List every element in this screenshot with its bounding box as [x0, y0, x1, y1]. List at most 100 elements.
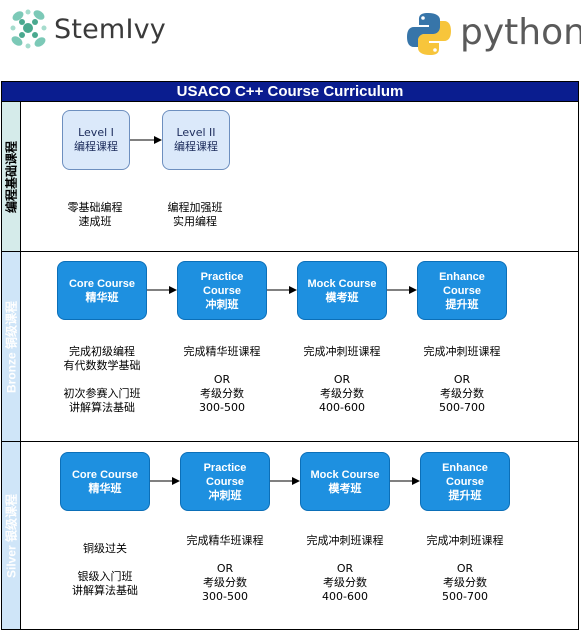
lane-bronze: Bronze 铜级课程: [2, 251, 578, 441]
note-line: 考级分数: [323, 576, 367, 589]
diagram-title: USACO C++ Course Curriculum: [2, 82, 578, 101]
lane-label-text: 编程基础课程: [4, 140, 19, 213]
course-note: 完成初级编程 有代数数学基础 初次参赛入门班 讲解算法基础: [52, 345, 152, 415]
box-line: 精华班: [88, 482, 122, 495]
note-line: [172, 359, 272, 373]
python-wordmark: python: [460, 12, 581, 53]
box-line: Enhance: [439, 270, 485, 283]
curriculum-diagram: USACO C++ Course Curriculum 编程基础课程 Bronz…: [1, 81, 579, 630]
lane-label: Silver 银级课程: [2, 442, 21, 629]
note-line: 完成精华班课程: [183, 345, 261, 358]
note-line: 500-700: [442, 590, 488, 603]
box-line: 模考班: [328, 482, 362, 495]
note-line: 有代数数学基础: [63, 359, 141, 372]
note-line: 400-600: [319, 401, 365, 414]
course-note: 完成冲刺班课程 OR 考级分数 400-600: [292, 345, 392, 415]
box-line: 精华班: [85, 291, 119, 304]
course-box-bronze-practice[interactable]: Practice Course 冲刺班: [177, 261, 267, 320]
python-snake-icon: [407, 13, 451, 55]
course-box-bronze-mock[interactable]: Mock Course 模考班: [297, 261, 387, 320]
note-line: 完成精华班课程: [186, 534, 264, 547]
lane-label-text: Silver 银级课程: [4, 493, 19, 578]
box-line: Level I: [78, 126, 114, 139]
course-box-level-2[interactable]: Level II 编程课程: [162, 110, 230, 170]
note-line: [412, 359, 512, 373]
box-line: 冲刺班: [205, 298, 239, 311]
lane-label-text: Bronze 铜级课程: [4, 300, 19, 393]
note-line: 考级分数: [200, 387, 244, 400]
note-line: 考级分数: [440, 387, 484, 400]
course-box-bronze-core[interactable]: Core Course 精华班: [57, 261, 147, 320]
note-line: OR: [333, 373, 351, 386]
note-line: [175, 548, 275, 562]
box-line: Enhance: [442, 461, 488, 474]
note-line: OR: [213, 373, 231, 386]
note-line: 零基础编程: [67, 201, 123, 214]
course-box-level-1[interactable]: Level I 编程课程: [62, 110, 130, 170]
box-line: Core Course: [68, 277, 136, 290]
note-line: 实用编程: [173, 215, 217, 228]
lane-label: Bronze 铜级课程: [2, 252, 21, 441]
note-line: 完成冲刺班课程: [423, 345, 501, 358]
course-note: 完成精华班课程 OR 考级分数 300-500: [175, 534, 275, 604]
note-line: [415, 548, 515, 562]
note-line: 讲解算法基础: [72, 584, 138, 597]
note-line: OR: [456, 562, 474, 575]
note-line: [292, 359, 392, 373]
note-line: 银级入门班: [77, 570, 133, 583]
note-line: [55, 556, 155, 570]
box-line: Mock Course: [310, 468, 380, 481]
course-box-silver-mock[interactable]: Mock Course 模考班: [300, 452, 390, 511]
note-line: 速成班: [78, 215, 112, 228]
box-line: Mock Course: [307, 277, 377, 290]
course-box-silver-core[interactable]: Core Course 精华班: [60, 452, 150, 511]
box-line: 编程课程: [174, 140, 218, 153]
course-note: 编程加强班 实用编程: [150, 201, 240, 229]
note-line: 完成初级编程: [69, 345, 135, 358]
course-note: 完成精华班课程 OR 考级分数 300-500: [172, 345, 272, 415]
box-line: Practice: [203, 461, 247, 474]
note-line: OR: [216, 562, 234, 575]
box-line: 编程课程: [74, 140, 118, 153]
stemivy-logo: StemIvy: [8, 6, 178, 54]
python-logo: python: [406, 10, 581, 62]
note-line: 400-600: [322, 590, 368, 603]
note-line: 初次参赛入门班: [63, 387, 141, 400]
note-line: 考级分数: [443, 576, 487, 589]
stemivy-wordmark: StemIvy: [54, 14, 166, 45]
box-line: Level II: [176, 126, 216, 139]
note-line: [295, 548, 395, 562]
note-line: 完成冲刺班课程: [303, 345, 381, 358]
course-box-silver-enhance[interactable]: Enhance Course 提升班: [420, 452, 510, 511]
note-line: 铜级过关: [83, 542, 127, 555]
course-box-silver-practice[interactable]: Practice Course 冲刺班: [180, 452, 270, 511]
box-line: 冲刺班: [208, 489, 242, 502]
note-line: 编程加强班: [167, 201, 223, 214]
note-line: 完成冲刺班课程: [426, 534, 504, 547]
note-line: [52, 373, 152, 387]
stemivy-leaf-icon: [10, 9, 47, 49]
note-line: 300-500: [199, 401, 245, 414]
course-note: 完成冲刺班课程 OR 考级分数 400-600: [295, 534, 395, 604]
note-line: 讲解算法基础: [69, 401, 135, 414]
note-line: OR: [336, 562, 354, 575]
box-line: 提升班: [445, 298, 479, 311]
note-line: 300-500: [202, 590, 248, 603]
course-box-bronze-enhance[interactable]: Enhance Course 提升班: [417, 261, 507, 320]
note-line: 完成冲刺班课程: [306, 534, 384, 547]
course-note: 完成冲刺班课程 OR 考级分数 500-700: [415, 534, 515, 604]
note-line: 考级分数: [203, 576, 247, 589]
note-line: 500-700: [439, 401, 485, 414]
box-line: Course: [206, 475, 244, 488]
note-line: 考级分数: [320, 387, 364, 400]
lane-silver: Silver 银级课程: [2, 441, 578, 629]
course-note: 完成冲刺班课程 OR 考级分数 500-700: [412, 345, 512, 415]
lane-label: 编程基础课程: [2, 102, 21, 251]
box-line: Course: [443, 284, 481, 297]
box-line: Course: [446, 475, 484, 488]
note-line: OR: [453, 373, 471, 386]
course-note: 铜级过关 银级入门班 讲解算法基础: [55, 542, 155, 598]
box-line: Course: [203, 284, 241, 297]
lane-programming-basics: 编程基础课程: [2, 101, 578, 251]
box-line: Core Course: [71, 468, 139, 481]
